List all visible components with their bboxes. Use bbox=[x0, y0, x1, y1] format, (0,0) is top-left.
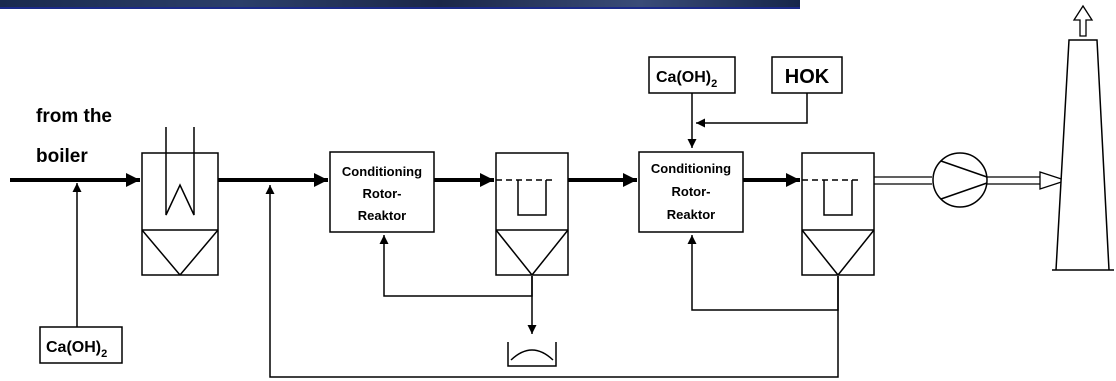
filter2-recycle-line bbox=[687, 235, 839, 311]
hok-feed-line bbox=[696, 93, 808, 128]
reactor1-box bbox=[329, 151, 435, 233]
heat-exchanger bbox=[141, 127, 219, 276]
reactor2-line2: Rotor- bbox=[672, 184, 711, 199]
header-image-strip bbox=[0, 0, 800, 9]
residue-container bbox=[507, 342, 557, 367]
fan-icon bbox=[932, 152, 988, 208]
reactor2-line3: Reaktor bbox=[667, 207, 715, 222]
stack-feed-arrow bbox=[987, 171, 1069, 190]
bag-filter-1 bbox=[495, 152, 569, 276]
exhaust-up-arrow-icon bbox=[1072, 4, 1094, 37]
source-label-line2: boiler bbox=[36, 146, 88, 167]
chimney-stack bbox=[1052, 39, 1114, 271]
reactor1-line1: Conditioning bbox=[342, 164, 422, 179]
reactor2-box bbox=[638, 151, 744, 233]
bag-filter-2 bbox=[801, 152, 875, 276]
source-label-line1: from the bbox=[36, 106, 112, 127]
reagent-left-label: Ca(OH)2 bbox=[46, 339, 107, 360]
hok-label: HOK bbox=[785, 66, 830, 88]
recirculation-loop-line bbox=[265, 185, 839, 378]
reactor1-line3: Reaktor bbox=[358, 208, 406, 223]
reagent-box-left bbox=[39, 326, 123, 364]
reagent-top-label: Ca(OH)2 bbox=[656, 69, 717, 90]
reactor1-line2: Rotor- bbox=[363, 186, 402, 201]
hok-box bbox=[771, 56, 843, 94]
reactor2-line1: Conditioning bbox=[651, 161, 731, 176]
